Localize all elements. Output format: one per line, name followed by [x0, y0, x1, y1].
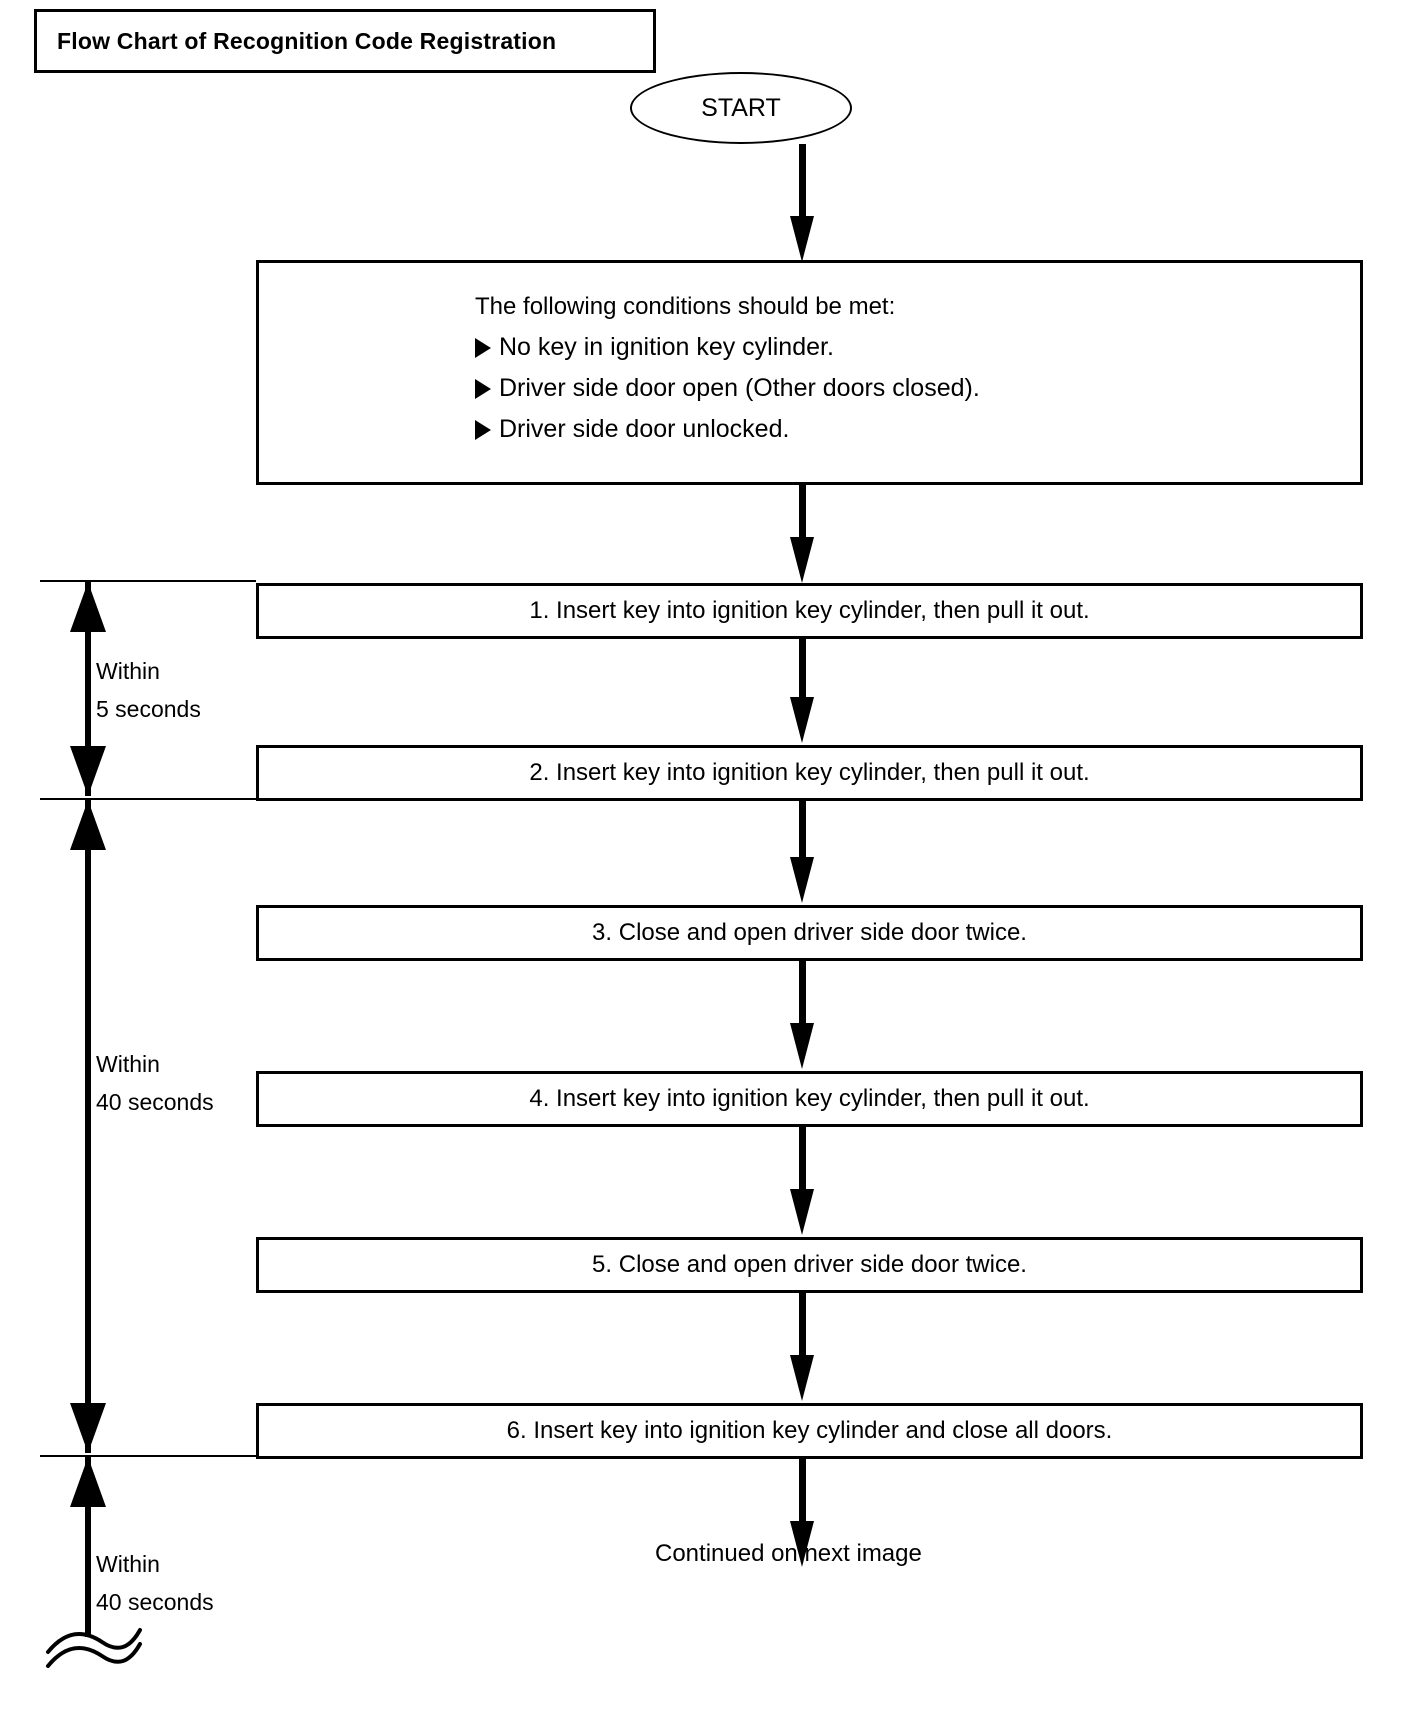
- bracket-arrow-up-3: [70, 1457, 106, 1507]
- flow-arrow-conditions-to-step1: [790, 485, 814, 585]
- conditions-box: The following conditions should be met: …: [256, 260, 1363, 485]
- step-box-5: 5. Close and open driver side door twice…: [256, 1237, 1363, 1293]
- bracket-line-1: [85, 582, 91, 796]
- start-label: START: [701, 93, 781, 122]
- bracket-tick-bottom: [40, 1455, 256, 1457]
- flow-arrow-step5-to-step6: [790, 1293, 814, 1403]
- bracket-label-2-line2: 40 seconds: [96, 1089, 214, 1115]
- step-box-2: 2. Insert key into ignition key cylinder…: [256, 745, 1363, 801]
- arrow-head: [790, 857, 814, 903]
- arrow-stem: [799, 639, 806, 705]
- bracket-label-1-line1: Within: [96, 658, 160, 684]
- arrow-head: [790, 1521, 814, 1567]
- bracket-arrow-down-2: [70, 1403, 106, 1453]
- arrow-head: [790, 697, 814, 743]
- arrow-head: [790, 216, 814, 262]
- step-box-6: 6. Insert key into ignition key cylinder…: [256, 1403, 1363, 1459]
- bracket-arrow-up-1: [70, 582, 106, 632]
- continued-note: Continued on next image: [655, 1540, 922, 1567]
- bracket-tick-mid: [40, 798, 256, 800]
- flow-arrow-step4-to-step5: [790, 1127, 814, 1237]
- arrow-head: [790, 1023, 814, 1069]
- conditions-heading: The following conditions should be met:: [475, 293, 896, 320]
- step-box-3: 3. Close and open driver side door twice…: [256, 905, 1363, 961]
- arrow-stem: [799, 1127, 806, 1197]
- step-4-label: 4. Insert key into ignition key cylinder…: [529, 1085, 1090, 1112]
- page-title: Flow Chart of Recognition Code Registrat…: [57, 27, 557, 54]
- flow-arrow-step2-to-step3: [790, 801, 814, 905]
- step-1-label: 1. Insert key into ignition key cylinder…: [529, 597, 1090, 624]
- arrow-stem: [799, 801, 806, 865]
- bracket-label-1-line2: 5 seconds: [96, 696, 201, 722]
- step-box-4: 4. Insert key into ignition key cylinder…: [256, 1071, 1363, 1127]
- bracket-label-3-line1: Within: [96, 1551, 160, 1577]
- arrow-head: [790, 537, 814, 583]
- bracket-arrow-up-2: [70, 800, 106, 850]
- arrow-stem: [799, 485, 806, 547]
- chart-title-box: Flow Chart of Recognition Code Registrat…: [34, 9, 656, 73]
- bracket-arrow-down-1: [70, 746, 106, 796]
- condition-item-3: Driver side door unlocked.: [475, 409, 980, 450]
- arrow-stem: [799, 961, 806, 1031]
- conditions-content: The following conditions should be met: …: [475, 287, 980, 450]
- step-5-label: 5. Close and open driver side door twice…: [592, 1251, 1027, 1278]
- condition-item-3-label: Driver side door unlocked.: [499, 415, 790, 443]
- condition-item-1-label: No key in ignition key cylinder.: [499, 333, 834, 361]
- flow-arrow-step6-to-continued: [790, 1459, 814, 1569]
- condition-item-2: Driver side door open (Other doors close…: [475, 368, 980, 409]
- bracket-label-1: Within 5 seconds: [96, 652, 201, 728]
- step-2-label: 2. Insert key into ignition key cylinder…: [529, 759, 1090, 786]
- arrow-stem: [799, 1293, 806, 1363]
- bullet-triangle-icon: [475, 419, 491, 440]
- condition-item-1: No key in ignition key cylinder.: [475, 327, 980, 368]
- step-3-label: 3. Close and open driver side door twice…: [592, 919, 1027, 946]
- bracket-tick-top: [40, 580, 256, 582]
- bracket-line-2: [85, 800, 91, 1453]
- flow-arrow-step3-to-step4: [790, 961, 814, 1071]
- start-terminator: START: [630, 72, 852, 144]
- arrow-stem: [799, 1459, 806, 1529]
- break-squiggle-icon: [46, 1628, 142, 1668]
- bracket-label-3: Within 40 seconds: [96, 1545, 214, 1621]
- flow-arrow-start-to-conditions: [790, 144, 814, 262]
- flow-arrow-step1-to-step2: [790, 639, 814, 745]
- arrow-head: [790, 1189, 814, 1235]
- bracket-line-3: [85, 1457, 91, 1637]
- arrow-stem: [799, 144, 806, 222]
- arrow-head: [790, 1355, 814, 1401]
- bracket-label-2-line1: Within: [96, 1051, 160, 1077]
- bracket-label-3-line2: 40 seconds: [96, 1589, 214, 1615]
- bullet-triangle-icon: [475, 378, 491, 399]
- step-6-label: 6. Insert key into ignition key cylinder…: [506, 1417, 1113, 1444]
- step-box-1: 1. Insert key into ignition key cylinder…: [256, 583, 1363, 639]
- bracket-label-2: Within 40 seconds: [96, 1045, 214, 1121]
- bullet-triangle-icon: [475, 337, 491, 358]
- condition-item-2-label: Driver side door open (Other doors close…: [499, 374, 980, 402]
